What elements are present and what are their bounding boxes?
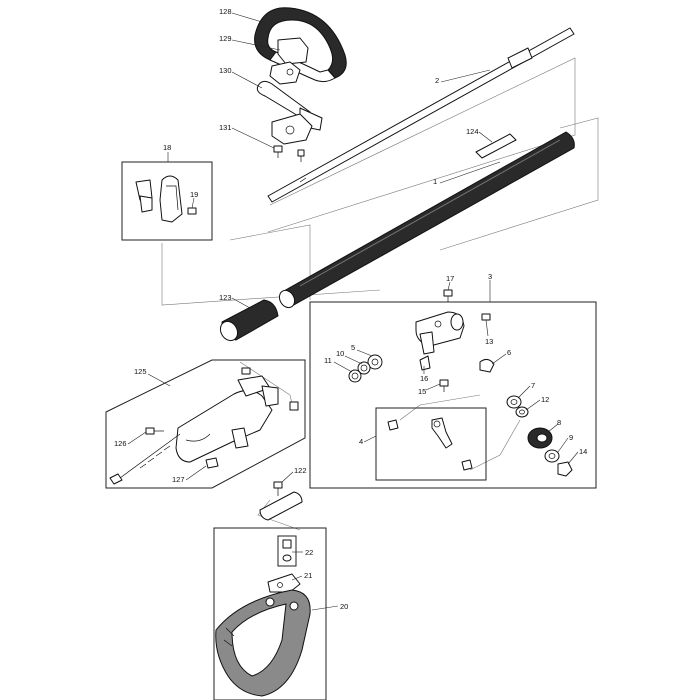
callout-126: 126 — [114, 439, 127, 448]
callout-20: 20 — [340, 602, 348, 611]
callout-125: 125 — [134, 367, 147, 376]
callout-5: 5 — [351, 343, 355, 352]
callout-4: 4 — [359, 437, 363, 446]
part-9-washer — [544, 449, 560, 463]
callout-11: 11 — [324, 356, 332, 365]
part-20-grass-guard — [215, 589, 311, 697]
part-3-group-frame — [309, 301, 597, 489]
part-13-screw — [481, 313, 491, 321]
leader-lines — [127, 12, 579, 611]
callout-21: 21 — [304, 571, 312, 580]
part-4-group-frame — [375, 407, 487, 481]
part-127-nut — [205, 457, 219, 469]
part-14-nut — [557, 461, 573, 477]
callout-3: 3 — [488, 272, 492, 281]
part-123-grip-sleeve — [219, 299, 279, 342]
callout-7: 7 — [531, 381, 535, 390]
callout-130: 130 — [219, 66, 232, 75]
part-126-screw — [145, 427, 164, 435]
callout-19: 19 — [190, 190, 198, 199]
shaft-end-segment — [259, 491, 303, 521]
part-131-bolts — [273, 145, 305, 162]
part-22-group-frame — [277, 535, 297, 567]
callout-2: 2 — [435, 76, 439, 85]
part-130-handle-bracket — [256, 80, 323, 145]
part-7-washer — [506, 395, 522, 409]
callout-16: 16 — [420, 374, 428, 383]
part-125-small-screws — [241, 367, 299, 411]
part-125-throttle-housing — [109, 375, 279, 485]
callout-124: 124 — [466, 127, 479, 136]
part-11-ring — [348, 369, 362, 383]
part-129-handle-clamp — [269, 37, 309, 85]
callout-22: 22 — [305, 548, 313, 557]
part-5-ring — [367, 354, 383, 370]
callout-131: 131 — [219, 123, 232, 132]
callout-129: 129 — [219, 34, 232, 43]
callout-13: 13 — [485, 337, 493, 346]
callout-122: 122 — [294, 466, 307, 475]
part-6-clip — [479, 358, 495, 373]
part-16-clip — [419, 355, 431, 371]
callout-17: 17 — [446, 274, 454, 283]
part-18-group-frame — [121, 161, 213, 241]
callout-1: 1 — [433, 177, 437, 186]
part-18-harness-clip — [135, 175, 183, 223]
callout-9: 9 — [569, 433, 573, 442]
callout-128: 128 — [219, 7, 232, 16]
part-20-group-frame — [213, 527, 327, 700]
part-2-drive-shaft — [267, 27, 575, 203]
part-125-group-frame — [105, 359, 306, 489]
callout-14: 14 — [579, 447, 587, 456]
callout-18: 18 — [163, 143, 171, 152]
callout-10: 10 — [336, 349, 344, 358]
part-15-screw — [439, 379, 449, 392]
part-22-bolt-washer — [282, 539, 292, 562]
callout-numbers: 128 129 130 131 2 124 1 18 19 17 3 123 1… — [114, 7, 587, 611]
part-17-bolt — [443, 289, 453, 302]
dashed-guide-lines — [161, 57, 599, 531]
part-3-clamp-assembly — [415, 311, 465, 355]
part-12-washer — [515, 406, 529, 418]
callout-6: 6 — [507, 348, 511, 357]
callout-12: 12 — [541, 395, 549, 404]
part-1-main-pipe — [278, 131, 575, 309]
part-4-gear-shaft — [387, 417, 473, 471]
part-8-gear-cup — [527, 427, 553, 449]
part-19-screw — [187, 207, 197, 215]
part-124-label-sticker — [475, 133, 517, 159]
part-10-ring — [357, 361, 371, 375]
part-21-guard-bracket — [267, 573, 301, 593]
callout-123: 123 — [219, 293, 232, 302]
part-122-bolt — [273, 481, 283, 496]
callout-15: 15 — [418, 387, 426, 396]
callout-8: 8 — [557, 418, 561, 427]
callout-127: 127 — [172, 475, 185, 484]
